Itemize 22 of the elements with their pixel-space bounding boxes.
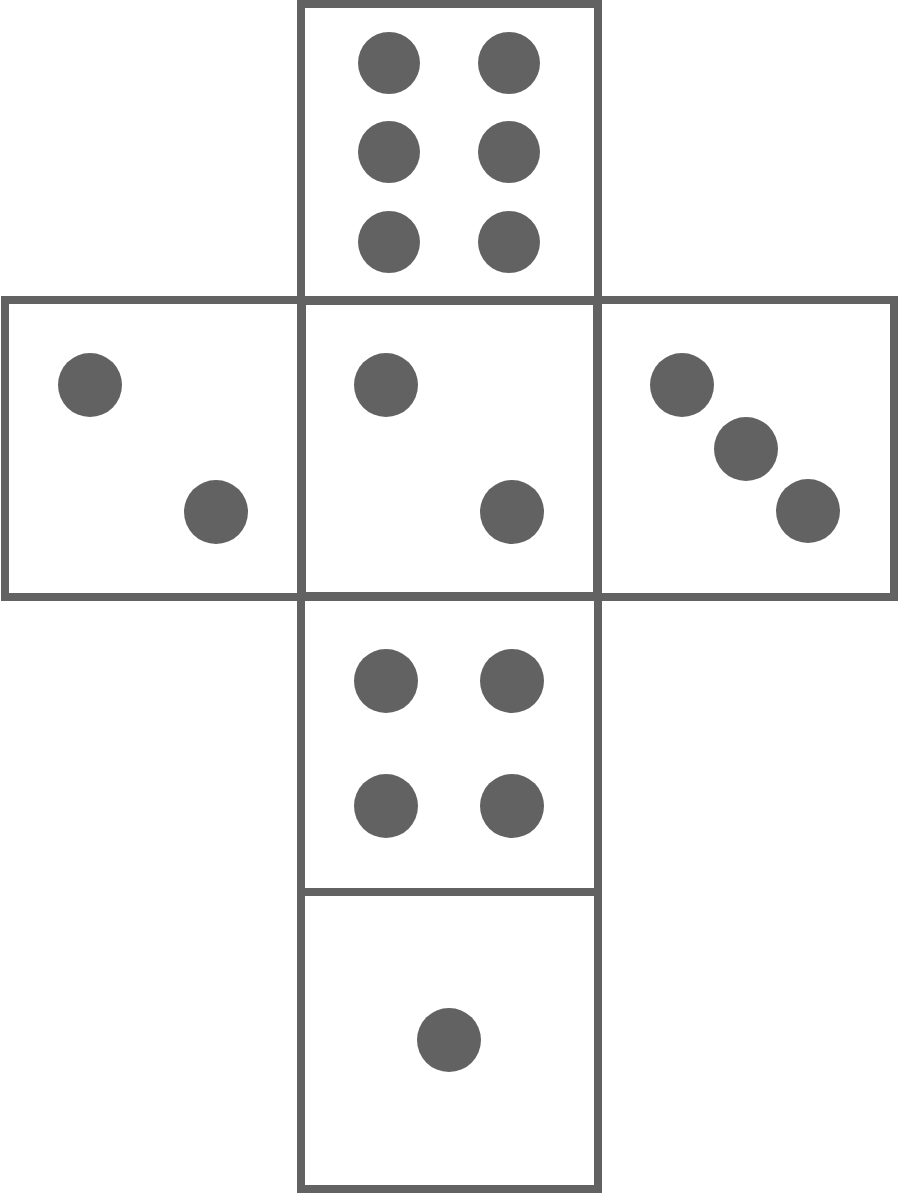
pip-dot <box>358 121 420 183</box>
die-face <box>297 0 602 305</box>
pip-dot <box>354 353 418 417</box>
pip-dot <box>650 353 714 417</box>
pip-dot <box>480 480 544 544</box>
pip-dot <box>354 774 418 838</box>
pip-dot <box>480 774 544 838</box>
die-face <box>593 296 898 601</box>
pip-dot <box>480 649 544 713</box>
pip-dot <box>358 211 420 273</box>
pip-dot <box>354 649 418 713</box>
pip-dot <box>358 32 420 94</box>
pip-dot <box>58 353 122 417</box>
pip-dot <box>478 211 540 273</box>
pip-dot <box>478 32 540 94</box>
die-face <box>1 296 306 601</box>
pip-dot <box>478 121 540 183</box>
pip-dot <box>714 417 778 481</box>
pip-dot <box>417 1008 481 1072</box>
pip-dot <box>184 480 248 544</box>
pip-dot <box>776 479 840 543</box>
die-face <box>297 296 602 601</box>
